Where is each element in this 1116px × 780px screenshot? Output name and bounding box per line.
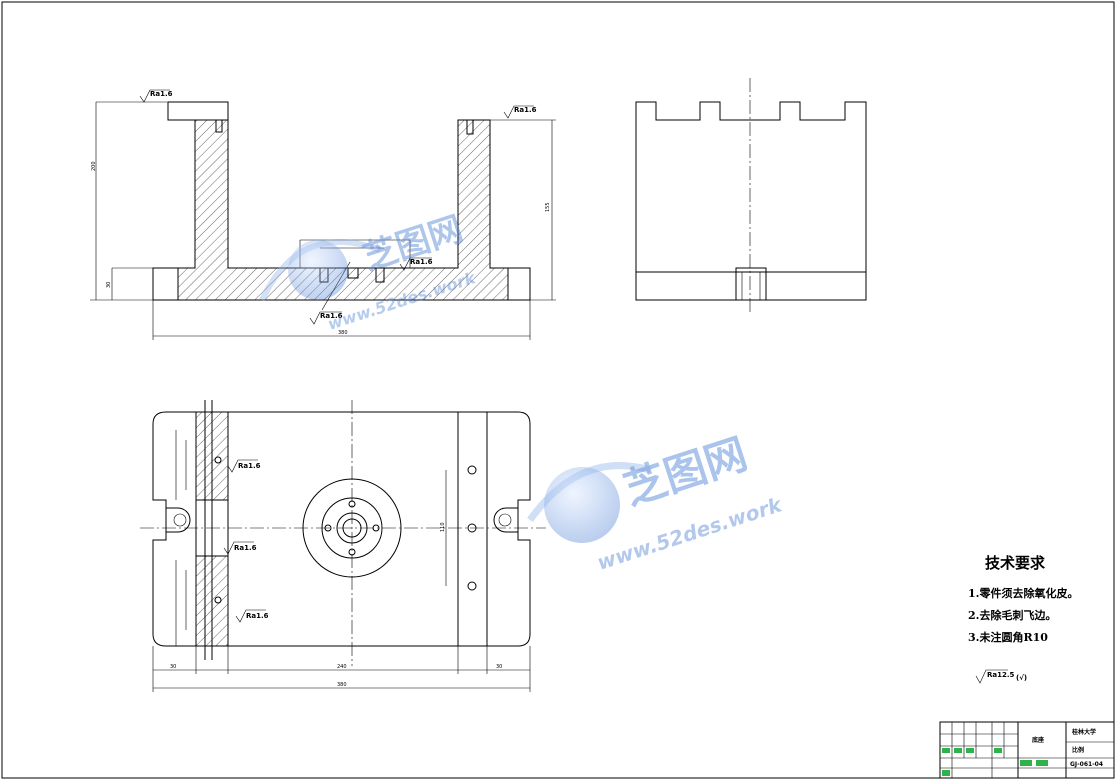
side-view xyxy=(635,78,867,312)
svg-text:Ra1.6: Ra1.6 xyxy=(246,612,269,620)
roughness-mark-front-top-left: Ra1.6 xyxy=(139,89,173,103)
plan-inner-width-dim: 240 xyxy=(337,664,347,670)
front-section-view: 380 200 155 30 Ra1.6 Ra1.6 Ra1.6 Ra1.6 xyxy=(90,89,556,340)
plan-view: 380 240 30 30 110 Ra1.6 Ra1.6 Ra1.6 xyxy=(140,400,546,692)
roughness-mark-plan-lower: Ra1.6 xyxy=(235,609,269,623)
roughness-mark-front-center: Ra1.6 xyxy=(399,257,433,271)
title-block-scale-label: 比例 xyxy=(1072,746,1084,754)
svg-text:芝图网: 芝图网 xyxy=(618,429,753,515)
roughness-mark-front-bottom: Ra1.6 xyxy=(309,311,343,325)
svg-text:Ra1.6: Ra1.6 xyxy=(410,258,433,266)
svg-text:Ra1.6: Ra1.6 xyxy=(514,106,537,114)
svg-text:Ra1.6: Ra1.6 xyxy=(320,312,343,320)
tech-req-item-1: 1.零件须去除氧化皮。 xyxy=(968,586,1078,600)
title-block-drawing-no: GJ-061-04 xyxy=(1070,761,1103,768)
plan-side-left-dim: 30 xyxy=(170,664,176,670)
svg-text:www.52des.work: www.52des.work xyxy=(594,492,786,575)
svg-text:Ra1.6: Ra1.6 xyxy=(150,90,173,98)
roughness-mark-plan-middle: Ra1.6 xyxy=(223,541,257,555)
tech-req-item-2: 2.去除毛刺飞边。 xyxy=(968,608,1056,622)
technical-requirements: 技术要求 1.零件须去除氧化皮。 2.去除毛刺飞边。 3.未注圆角R10 Ra1… xyxy=(968,554,1078,684)
svg-text:Ra12.5: Ra12.5 xyxy=(987,671,1015,679)
front-height-left-dim: 200 xyxy=(91,161,97,171)
title-block: 底座 桂林大学 比例 GJ-061-04 xyxy=(939,721,1115,779)
svg-text:(√): (√) xyxy=(1016,674,1027,682)
front-overall-width-dim: 380 xyxy=(338,330,348,336)
roughness-mark-front-top-right: Ra1.6 xyxy=(503,105,537,119)
front-height-right-dim: 155 xyxy=(545,202,551,212)
front-base-height-dim: 30 xyxy=(106,282,112,288)
plan-overall-width-dim: 380 xyxy=(337,682,347,688)
tech-req-item-3: 3.未注圆角R10 xyxy=(968,630,1048,644)
title-block-school: 桂林大学 xyxy=(1071,728,1096,736)
watermark-middle: 芝图网 www.52des.work xyxy=(527,429,786,575)
general-roughness-symbol: Ra12.5 (√) xyxy=(975,669,1027,684)
plan-hole-spacing-dim: 110 xyxy=(440,522,446,532)
svg-text:Ra1.6: Ra1.6 xyxy=(238,462,261,470)
plan-side-right-dim: 30 xyxy=(496,664,502,670)
title-block-part-name: 底座 xyxy=(1032,736,1044,744)
svg-text:Ra1.6: Ra1.6 xyxy=(234,544,257,552)
tech-req-title: 技术要求 xyxy=(985,554,1046,572)
roughness-mark-plan-upper: Ra1.6 xyxy=(227,459,261,473)
